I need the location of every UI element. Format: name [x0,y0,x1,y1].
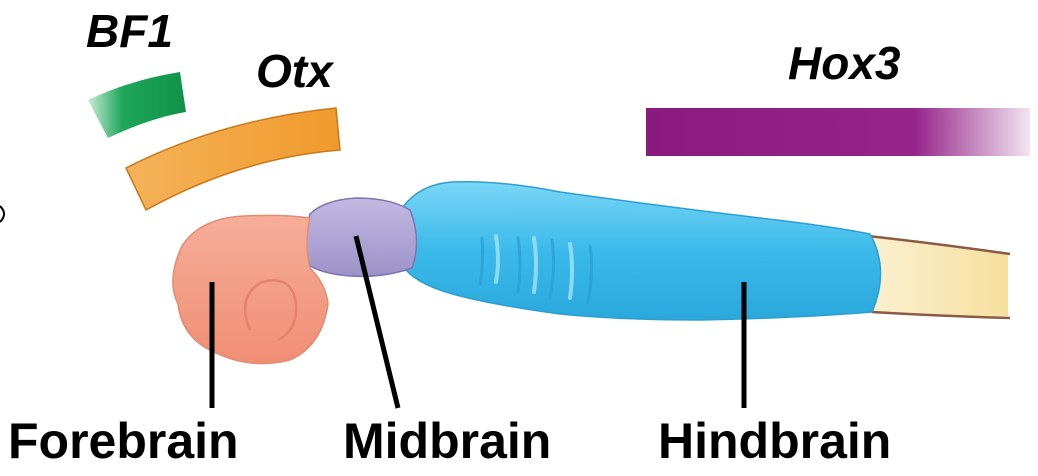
midbrain-label: Midbrain [343,416,551,466]
forebrain-label: Forebrain [8,416,239,466]
spinal-cord [862,236,1008,317]
hindbrain-region [402,182,881,320]
bf1-expression-bar [88,72,186,138]
otx-expression-bar [126,108,340,210]
hox3-label: Hox3 [788,40,900,86]
bf1-label: BF1 [86,8,173,54]
forebrain-region [173,215,328,363]
otx-label: Otx [256,48,333,94]
edge-mark [0,206,4,222]
hox3-expression-bar [646,108,1030,156]
hindbrain-label: Hindbrain [658,416,891,466]
